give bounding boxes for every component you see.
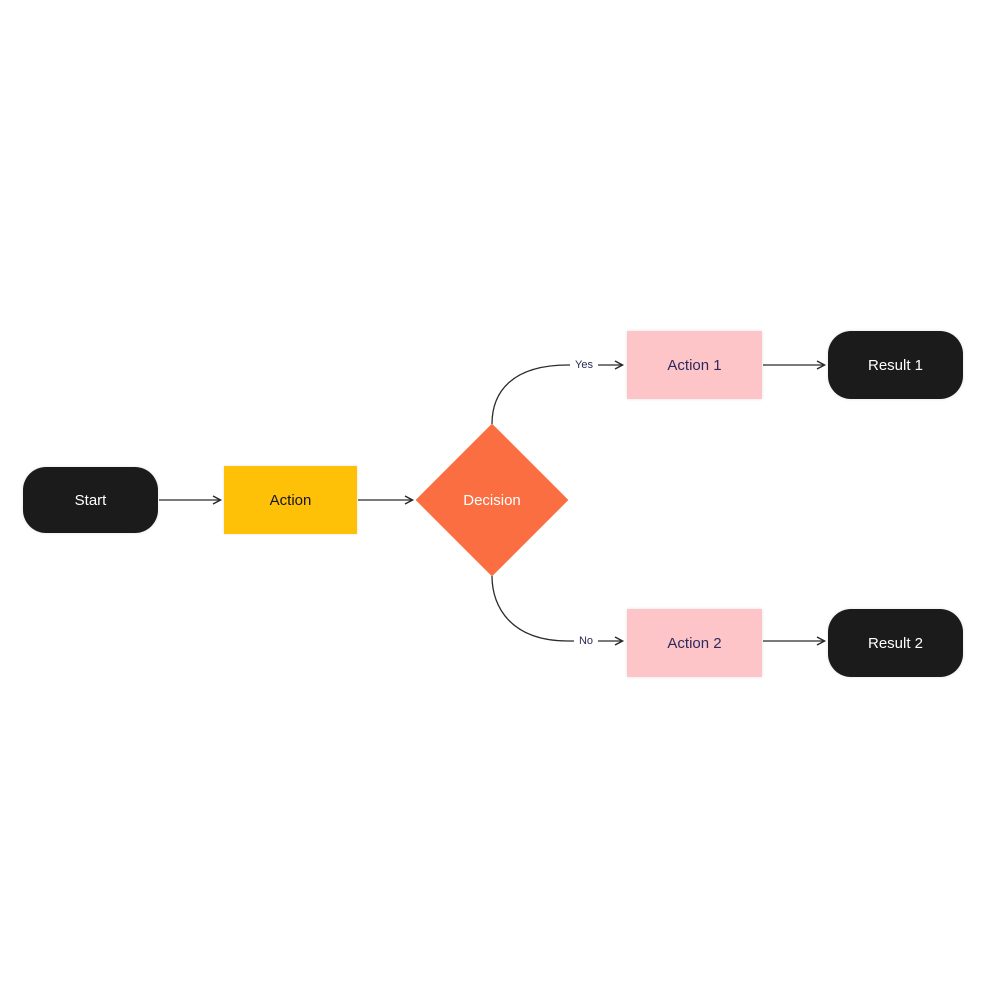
- node-action1[interactable]: Action 1: [627, 331, 762, 399]
- decision-diamond-shape: [415, 423, 569, 577]
- node-result2[interactable]: Result 2: [828, 609, 963, 677]
- node-decision[interactable]: Decision: [415, 423, 569, 577]
- node-action[interactable]: Action: [224, 466, 357, 534]
- node-action2-label: Action 2: [667, 634, 722, 652]
- node-result1[interactable]: Result 1: [828, 331, 963, 399]
- node-start[interactable]: Start: [23, 467, 158, 533]
- edge-decision-action2-no: [491, 575, 625, 646]
- edge-label-yes: Yes: [570, 359, 598, 371]
- edge-label-no: No: [573, 635, 599, 647]
- node-result1-label: Result 1: [867, 356, 924, 374]
- node-action2[interactable]: Action 2: [627, 609, 762, 677]
- node-action1-label: Action 1: [667, 356, 722, 374]
- node-start-label: Start: [74, 491, 107, 509]
- edge-decision-action1-yes: [491, 360, 625, 425]
- node-result2-label: Result 2: [867, 634, 924, 652]
- node-action-label: Action: [269, 491, 312, 509]
